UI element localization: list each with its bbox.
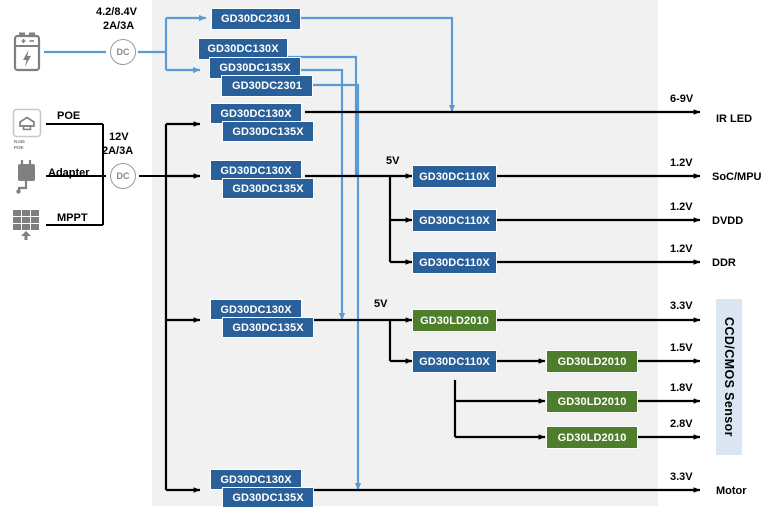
output-voltage-soc: 1.2V [670, 157, 693, 169]
output-load-irled: IR LED [716, 113, 753, 125]
output-voltage-dvdd: 1.2V [670, 201, 693, 213]
chip-gd30dc110x-sensor[interactable]: GD30DC110X [412, 350, 497, 373]
main-current-label: 2A/3A [102, 145, 134, 157]
battery-voltage-label: 4.2/8.4V [96, 6, 137, 18]
chip-gd30dc130x-sensor[interactable]: GD30DC130X [210, 299, 302, 320]
chip-gd30dc110x-soc[interactable]: GD30DC110X [412, 165, 497, 188]
rj45-poe-icon [12, 108, 42, 143]
chip-gd30dc110x-dvdd[interactable]: GD30DC110X [412, 209, 497, 232]
output-voltage-ddr: 1.2V [670, 243, 693, 255]
chip-gd30dc135x-motor[interactable]: GD30DC135X [222, 487, 314, 508]
output-load-soc: SoC/MPU [712, 171, 762, 183]
rj45-sublabel-2: POE [14, 145, 24, 150]
chip-gd30dc135x-top[interactable]: GD30DC135X [209, 57, 301, 79]
chip-gd30dc110x-ddr[interactable]: GD30DC110X [412, 251, 497, 274]
ccd-cmos-sensor-label: CCD/CMOS Sensor [722, 317, 736, 437]
chip-gd30dc130x-irled[interactable]: GD30DC130X [210, 103, 302, 124]
input-label-adapter: Adapter [48, 167, 90, 179]
solar-panel-icon [11, 207, 49, 246]
chip-gd30dc135x-irled[interactable]: GD30DC135X [222, 121, 314, 142]
chip-gd30dc2301-top[interactable]: GD30DC2301 [211, 8, 301, 30]
output-voltage-sensor-28v: 2.8V [670, 418, 693, 430]
chip-gd30dc130x-top[interactable]: GD30DC130X [198, 38, 288, 60]
chip-gd30dc2301-second[interactable]: GD30DC2301 [221, 75, 313, 97]
chip-gd30ld2010-28v[interactable]: GD30LD2010 [546, 426, 638, 449]
output-load-dvdd: DVDD [712, 215, 744, 227]
main-voltage-label: 12V [109, 131, 129, 143]
chip-gd30ld2010-15v[interactable]: GD30LD2010 [546, 350, 638, 373]
output-voltage-motor: 3.3V [670, 471, 693, 483]
rail-label-soc-5v: 5V [386, 155, 400, 167]
chip-gd30dc135x-soc[interactable]: GD30DC135X [222, 178, 314, 199]
dc-converter-main: DC [110, 163, 136, 189]
ac-adapter-icon [12, 158, 46, 201]
rj45-sublabel-1: RJ45 [14, 139, 25, 144]
battery-current-label: 2A/3A [103, 20, 135, 32]
chip-gd30ld2010-18v[interactable]: GD30LD2010 [546, 390, 638, 413]
chip-gd30ld2010-33v[interactable]: GD30LD2010 [412, 309, 497, 332]
output-voltage-sensor-15v: 1.5V [670, 342, 693, 354]
output-load-ddr: DDR [712, 257, 736, 269]
input-label-mppt: MPPT [57, 212, 88, 224]
output-load-motor: Motor [716, 485, 747, 497]
rail-label-sensor-5v: 5V [374, 298, 388, 310]
ccd-cmos-sensor-block: CCD/CMOS Sensor [716, 299, 742, 455]
output-voltage-sensor-33v: 3.3V [670, 300, 693, 312]
chip-gd30dc135x-sensor[interactable]: GD30DC135X [222, 317, 314, 338]
output-voltage-sensor-18v: 1.8V [670, 382, 693, 394]
input-label-poe: POE [57, 110, 81, 122]
battery-icon [10, 28, 44, 81]
output-voltage-irled: 6-9V [670, 93, 694, 105]
dc-converter-battery: DC [110, 39, 136, 65]
